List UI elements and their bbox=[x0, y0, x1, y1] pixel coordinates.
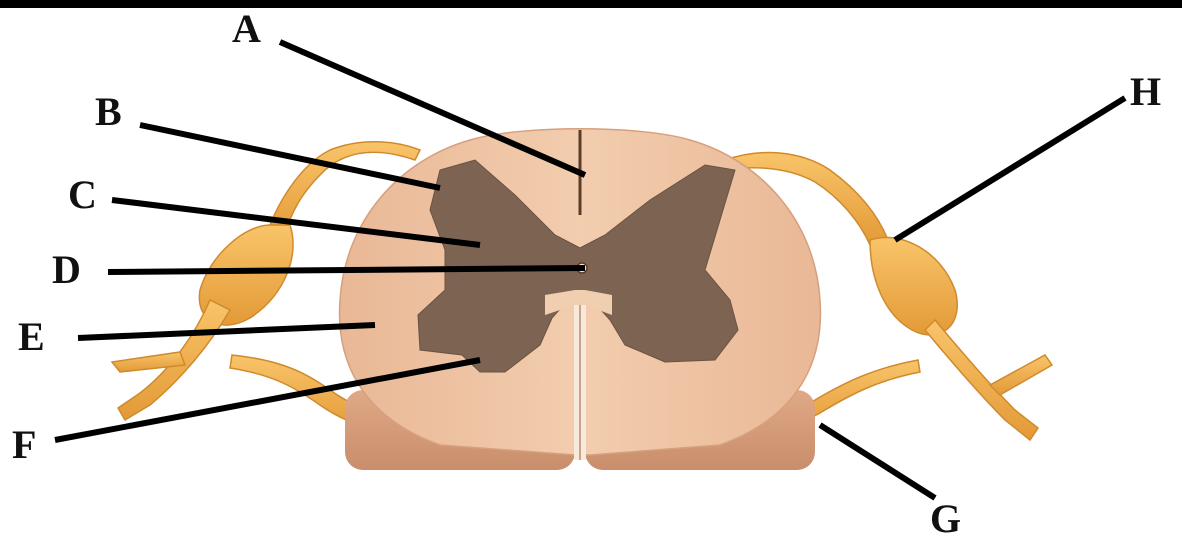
label-h: H bbox=[1130, 69, 1161, 114]
label-a: A bbox=[232, 6, 261, 51]
label-f: F bbox=[12, 422, 36, 467]
right-dorsal-root-ganglion bbox=[870, 237, 957, 335]
leader-g bbox=[820, 425, 935, 498]
label-g: G bbox=[930, 496, 961, 541]
label-b: B bbox=[95, 89, 122, 134]
label-c: C bbox=[68, 172, 97, 217]
leader-h bbox=[895, 98, 1125, 240]
leader-d bbox=[108, 268, 585, 272]
leader-b bbox=[140, 125, 440, 188]
label-e: E bbox=[18, 314, 45, 359]
leader-e bbox=[78, 325, 375, 338]
label-d: D bbox=[52, 247, 81, 292]
top-border-bar bbox=[0, 0, 1182, 8]
